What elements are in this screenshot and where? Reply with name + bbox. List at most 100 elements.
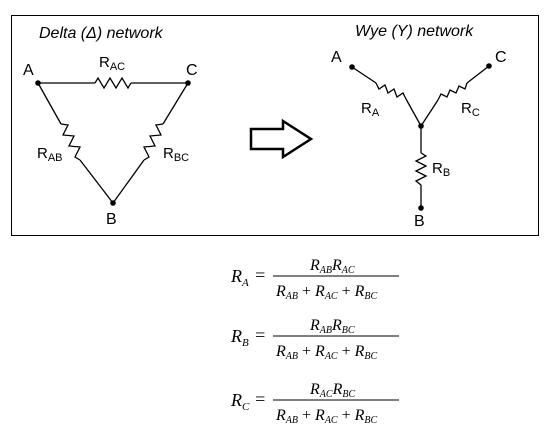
eq3-den-plus1: +: [302, 407, 311, 424]
eq1-equals: =: [254, 265, 266, 285]
wye-ra-label: RA: [361, 100, 380, 119]
resistor-ra-zigzag: [375, 82, 407, 100]
eq1-den-s1: AB: [285, 291, 298, 302]
eq2-den-s2: AC: [324, 351, 338, 362]
eq1-den-s2: AC: [324, 291, 338, 302]
resistor-rac-zigzag: [94, 76, 132, 90]
rc-sub: C: [472, 107, 480, 119]
eq1-den-plus2: +: [342, 283, 351, 300]
wye-wire-c-inner: [420, 99, 439, 127]
eq2-lhs: RB: [230, 326, 249, 349]
eq1-num-s2: AC: [341, 265, 355, 276]
eq1-den-r3: R: [354, 283, 365, 300]
rab-sub: AB: [48, 152, 63, 164]
ra-r: R: [361, 100, 372, 117]
eq2-den-s3: BC: [364, 351, 377, 362]
wye-node-c-label: C: [495, 49, 507, 66]
eq3-den-plus2: +: [342, 407, 351, 424]
eq1-lhs-r: R: [230, 266, 242, 286]
resistor-rab-zigzag: [60, 123, 82, 161]
delta-title: Delta (Δ) network: [39, 25, 164, 42]
eq2-numerator: RABRBC: [309, 317, 355, 336]
eq3-denominator: RAB+RAC+RBC: [275, 407, 378, 426]
eq1-den-plus1: +: [302, 283, 311, 300]
equation-rc: RC = RACRBC RAB+RAC+RBC: [230, 381, 399, 426]
wye-rb-label: RB: [432, 160, 450, 179]
rc-r: R: [461, 100, 472, 117]
delta-wire-ab-bottom: [79, 159, 114, 204]
eq2-den-plus2: +: [342, 343, 351, 360]
equation-rb: RB = RABRBC RAB+RAC+RBC: [230, 317, 399, 362]
rb-sub: B: [443, 167, 450, 179]
eq3-numerator: RACRBC: [309, 381, 355, 400]
wye-title: Wye (Y) network: [355, 23, 474, 40]
eq3-num-r2: R: [332, 381, 343, 398]
delta-wire-bc-bottom: [112, 159, 145, 204]
eq3-lhs-r: R: [230, 390, 242, 410]
wye-node-c-dot: [486, 63, 492, 69]
delta-node-a-dot: [35, 80, 41, 86]
delta-rac-label: RAC: [99, 54, 125, 73]
eq2-den-plus1: +: [302, 343, 311, 360]
eq3-lhs-sub: C: [242, 401, 250, 413]
wye-network: A C B RA RC RB: [331, 49, 507, 230]
delta-node-a-label: A: [23, 62, 34, 79]
eq1-numerator: RABRAC: [309, 257, 355, 276]
wye-center-junction: [418, 123, 424, 129]
eq2-num-s1: AB: [319, 325, 332, 336]
wye-rc-label: RC: [461, 100, 480, 119]
wye-node-a-dot: [349, 64, 355, 70]
delta-node-b-dot: [110, 200, 116, 206]
eq1-lhs: RA: [230, 266, 249, 289]
eq1-lhs-sub: A: [241, 277, 249, 289]
eq3-den-r3: R: [354, 407, 365, 424]
eq3-den-r1: R: [275, 407, 286, 424]
eq1-den-r1: R: [275, 283, 286, 300]
eq2-den-r3: R: [354, 343, 365, 360]
rb-r: R: [432, 160, 443, 177]
eq3-num-s1: AC: [319, 389, 333, 400]
eq3-den-r2: R: [314, 407, 325, 424]
delta-rab-label: RAB: [37, 145, 63, 164]
eq3-num-r1: R: [309, 381, 320, 398]
delta-rbc-label: RBC: [163, 145, 189, 164]
eq2-num-r1: R: [309, 317, 320, 334]
delta-node-c-label: C: [186, 62, 198, 79]
eq2-denominator: RAB+RAC+RBC: [275, 343, 378, 362]
eq3-den-s3: BC: [364, 415, 377, 426]
rac-sub: AC: [110, 61, 125, 73]
eq2-num-r2: R: [331, 317, 342, 334]
eq2-den-r2: R: [314, 343, 325, 360]
eq3-lhs: RC: [230, 390, 250, 413]
resistor-rc-zigzag: [437, 82, 468, 101]
eq1-den-s3: BC: [364, 291, 377, 302]
eq2-den-r1: R: [275, 343, 286, 360]
wye-wire-c-outer: [466, 65, 490, 84]
eq1-num-r2: R: [331, 257, 342, 274]
wye-wire-a-outer: [351, 66, 377, 84]
rac-r: R: [99, 54, 110, 71]
delta-wire-bc-top: [162, 82, 189, 125]
wye-wire-a-inner: [405, 98, 422, 127]
resistor-rb-zigzag: [414, 152, 428, 186]
transform-arrow-icon: [249, 118, 314, 160]
eq1-denominator: RAB+RAC+RBC: [275, 283, 378, 302]
eq3-den-s2: AC: [324, 415, 338, 426]
eq2-lhs-sub: B: [242, 337, 249, 349]
eq2-lhs-r: R: [230, 326, 242, 346]
equation-ra: RA = RABRAC RAB+RAC+RBC: [230, 257, 399, 302]
wye-node-b-label: B: [414, 213, 425, 230]
rbc-r: R: [163, 145, 174, 162]
eq3-equals: =: [254, 389, 266, 409]
delta-network: A C B RAC RAB RBC: [23, 54, 198, 228]
diagram-frame: [11, 15, 539, 236]
wye-node-a-label: A: [331, 49, 342, 66]
delta-node-c-dot: [185, 80, 191, 86]
eq2-num-s2: BC: [342, 325, 355, 336]
eq1-den-r2: R: [314, 283, 325, 300]
delta-node-b-label: B: [106, 211, 117, 228]
rab-r: R: [37, 145, 48, 162]
eq1-num-s1: AB: [319, 265, 332, 276]
wye-node-b-dot: [418, 205, 424, 211]
